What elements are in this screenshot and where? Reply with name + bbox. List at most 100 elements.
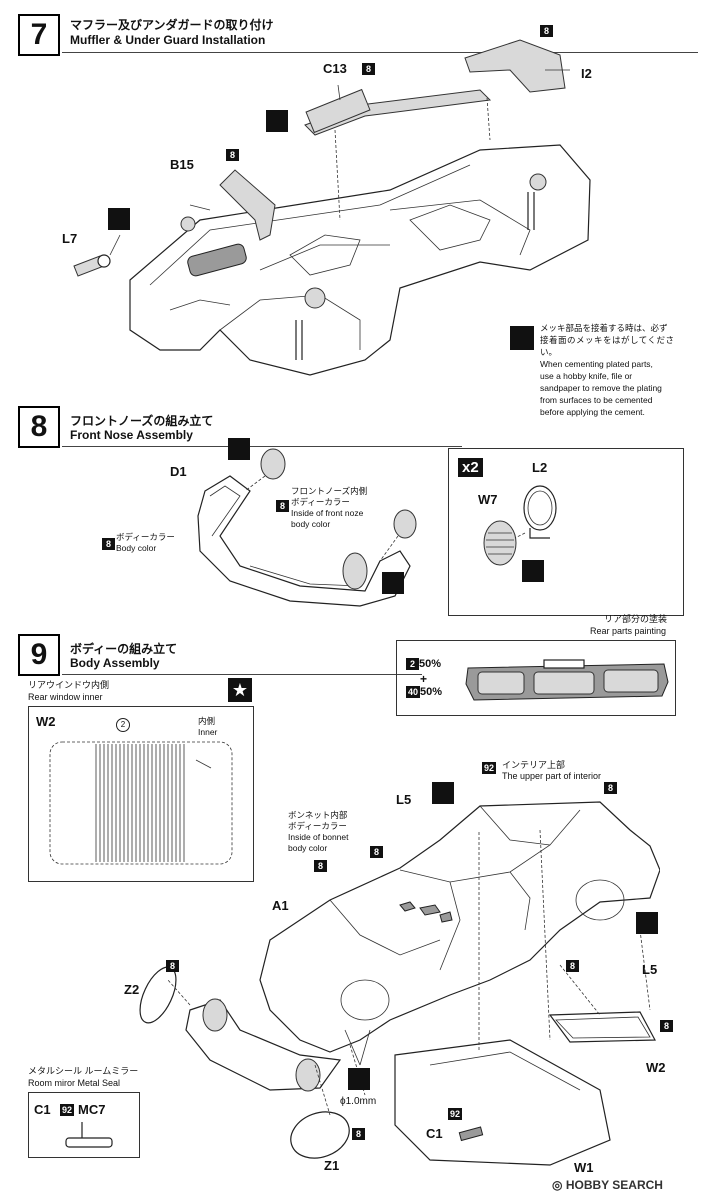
bonnet-jp-1: ボンネット内部: [288, 810, 348, 820]
bonnet-en-2: body color: [288, 843, 328, 853]
plated-part-icon: [266, 110, 288, 132]
w2-circle-marker: 2: [116, 718, 130, 732]
part-a1-label: A1: [272, 898, 289, 913]
z2-paint-badge: 8: [166, 960, 179, 972]
mirror-illustration: [65, 1122, 113, 1148]
inside-nose-jp-1: フロントノーズ内側: [291, 486, 368, 496]
part-z2-label: Z2: [124, 982, 140, 997]
plating-note-en-2: use a hobby knife, file or: [540, 371, 633, 381]
upper-interior-en: The upper part of interior: [502, 771, 602, 781]
bonnet-en-1: Inside of bonnet: [288, 832, 349, 842]
rear-window-jp: リアウインドウ内側: [28, 680, 110, 690]
inside-nose-jp-2: ボディーカラー: [291, 497, 350, 507]
plating-note-jp-1: メッキ部品を接着する時は、必ず: [540, 323, 668, 333]
mix-plus: +: [420, 672, 428, 686]
step-8-number: 8: [18, 406, 60, 448]
step-7-rule: [62, 52, 698, 53]
rear-window-illustration: [49, 741, 233, 865]
body-color-paint-badge: 8: [102, 538, 115, 550]
inside-nose-paint-badge: 8: [276, 500, 289, 512]
plating-note-en-1: When cementing plated parts,: [540, 359, 653, 369]
step-number-text: 8: [30, 410, 48, 443]
bonnet-note: ボンネット内部 ボディーカラー Inside of bonnet body co…: [288, 810, 349, 854]
drill-size: ϕ1.0mm: [340, 1096, 377, 1107]
inside-nose-note: フロントノーズ内側 ボディーカラー Inside of front noze b…: [291, 486, 367, 530]
chassis-illustration: [73, 39, 591, 376]
part-d1-label: D1: [170, 464, 187, 479]
plating-note-jp-2: 接着面のメッキをはがしてください。: [540, 335, 674, 357]
plating-note: メッキ部品を接着する時は、必ず 接着面のメッキをはがしてください。 When c…: [540, 322, 674, 418]
star-icon: ★: [228, 678, 252, 702]
body-color-jp: ボディーカラー: [116, 532, 175, 542]
mirror-mc7-label: MC7: [78, 1102, 106, 1117]
step-9-title-jp: ボディーの組み立て: [70, 642, 178, 656]
rear-paint-box: [396, 640, 676, 716]
rear-window-w2-label: W2: [36, 714, 56, 729]
l5-right-chrome-icon: [636, 912, 658, 934]
part-c13-label: C13: [323, 61, 347, 76]
z1-paint-badge: 8: [352, 1128, 365, 1140]
mix-b-code: 40: [406, 686, 421, 698]
step-7-number: 7: [18, 14, 60, 56]
roof-paint-badge: 8: [604, 782, 617, 794]
step-7-title-en: Muffler & Under Guard Installation: [70, 33, 266, 47]
drill-icon: [348, 1068, 370, 1090]
nose-light-chrome-icon: [382, 572, 404, 594]
car-body-illustration: [139, 801, 660, 1166]
part-z1-label: Z1: [324, 1158, 340, 1173]
watermark: ◎ HOBBY SEARCH: [552, 1178, 663, 1192]
part-b15-label: B15: [170, 157, 194, 172]
mirror-c1-code: 92: [60, 1104, 75, 1116]
step-number-text: 9: [30, 638, 48, 671]
plating-note-en-4: from surfaces to be cemented: [540, 395, 653, 405]
mirror-en: Room miror Metal Seal: [28, 1078, 121, 1088]
part-l5-right-label: L5: [642, 962, 658, 977]
part-i2-paint-badge: 8: [540, 25, 553, 37]
chrome-remove-icon: [108, 208, 130, 230]
mix-b-pct: 50%: [420, 686, 443, 698]
inside-nose-en-1: Inside of front noze: [291, 508, 364, 518]
mix-a-pct: 50%: [419, 658, 442, 670]
d1-chrome-icon: [228, 438, 250, 460]
plating-note-en-3: sandpaper to remove the plating: [540, 383, 662, 393]
step-7-title-jp: マフラー及びアンダガードの取り付け: [70, 18, 274, 32]
mirror-jp: メタルシール ルームミラー: [28, 1066, 139, 1076]
step-9-title-en: Body Assembly: [70, 656, 160, 670]
part-w1-label: W1: [574, 1160, 594, 1175]
bonnet-inner-paint-badge: 8: [370, 846, 383, 858]
mirror-c1-label: C1: [34, 1102, 51, 1117]
part-w7-label: W7: [478, 492, 498, 507]
watermark-icon: ◎: [552, 1178, 566, 1192]
rear-panel-illustration: [465, 659, 669, 701]
part-i2-label: I2: [581, 66, 592, 81]
body-color-en: Body color: [116, 543, 157, 553]
l2-chrome-icon: [522, 560, 544, 582]
inner-jp: 内側: [198, 716, 216, 726]
rear-paint-jp: リア部分の塗装: [604, 614, 668, 624]
part-c13-paint-badge: 8: [362, 63, 375, 75]
step-9-number: 9: [18, 634, 60, 676]
watermark-text: HOBBY SEARCH: [565, 1178, 663, 1192]
mirror-box: [28, 1092, 140, 1158]
l5-right-paint-badge: 8: [566, 960, 579, 972]
rear-window-box: [28, 706, 254, 882]
mix-a-code: 2: [406, 658, 419, 670]
w2-right-paint-badge: 8: [660, 1020, 673, 1032]
step-8-rule: [62, 446, 462, 447]
part-b15-paint-badge: 8: [226, 149, 239, 161]
step-8-title-jp: フロントノーズの組み立て: [70, 414, 214, 428]
bonnet-jp-2: ボディーカラー: [288, 821, 347, 831]
chrome-remove-note-icon: [510, 326, 534, 350]
headlight-parts-illustration: [483, 485, 557, 566]
part-l5-top-label: L5: [396, 792, 412, 807]
rear-window-en: Rear window inner: [28, 692, 103, 702]
inner-en: Inner: [198, 727, 218, 737]
c1-code-badge: 92: [448, 1108, 463, 1120]
upper-interior-code: 92: [482, 762, 497, 774]
part-w2-right-label: W2: [646, 1060, 666, 1075]
l5-top-chrome-icon: [432, 782, 454, 804]
part-c1-label: C1: [426, 1126, 443, 1141]
front-nose-illustration: [197, 448, 417, 607]
